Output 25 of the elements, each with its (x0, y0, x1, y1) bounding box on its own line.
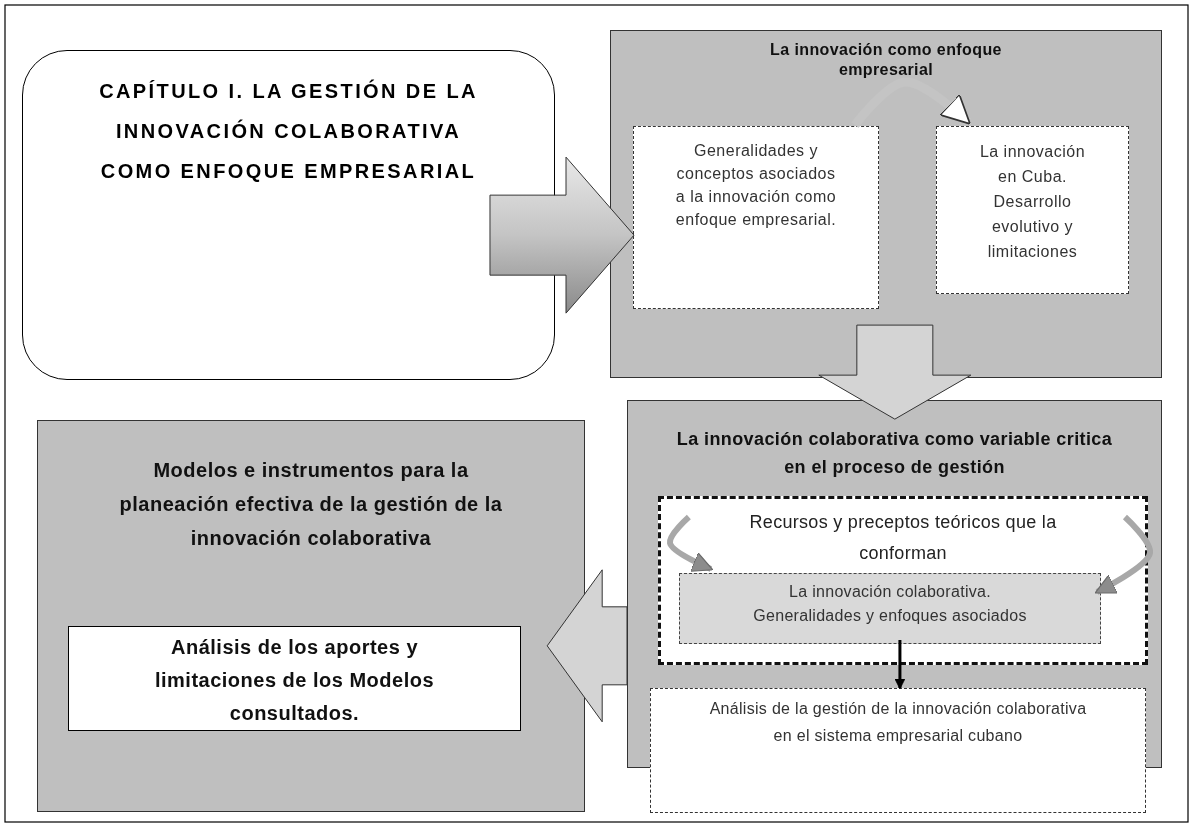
block-arrow (546, 569, 628, 723)
panel-title: Modelos e instrumentos para la planeación efectiva de la gestión de la innovación colaborativa (118, 458, 504, 551)
topic-group-box (658, 496, 1148, 665)
topic-text: La innovación colaborativa. Generalidades y enfoques asociados (752, 582, 1028, 626)
arrow (894, 640, 906, 690)
curved-arrow (1094, 514, 1153, 595)
topic-text: Generalidades y conceptos asociados a la innovación como enfoque empresarial. (674, 141, 838, 230)
topic-text: Análisis de los aportes y limitaciones de los Modelos consultados. (153, 635, 436, 726)
topic-box (633, 126, 879, 309)
topic-box (650, 688, 1146, 813)
curved-arrow (667, 514, 714, 572)
block-arrow (818, 324, 972, 420)
topic-text: Análisis de la gestión de la innovación colaborativa en el sistema empresarial cubano (708, 699, 1088, 746)
topic-box (936, 126, 1129, 294)
block-arrow (489, 156, 635, 314)
topic-text: La innovación en Cuba. Desarrollo evolutivo y limitaciones (978, 142, 1087, 262)
chapter-title: CAPÍTULO I. LA GESTIÓN DE LA INNOVACIÓN COLABORATIVA COMO ENFOQUE EMPRESARIAL (98, 78, 479, 184)
section-panel (37, 420, 585, 812)
panel-title: La innovación como enfoque empresarial (769, 40, 1003, 80)
topic-box (68, 626, 521, 731)
chapter-box (22, 50, 555, 380)
topic-box (679, 573, 1101, 644)
panel-title: La innovación colaborativa como variable critica en el proceso de gestión (675, 428, 1114, 479)
topic-text: Recursos y preceptos teóricos que la conforman (748, 511, 1058, 565)
section-panel (610, 30, 1162, 378)
